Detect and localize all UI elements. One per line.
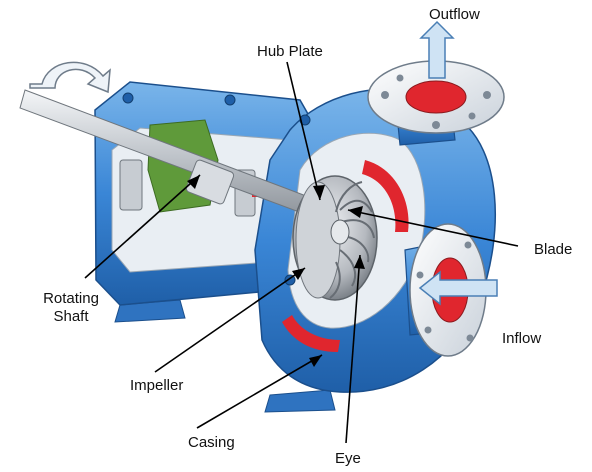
leader-arrowheads bbox=[187, 175, 365, 367]
label-rotating-shaft: Rotating Shaft bbox=[36, 290, 106, 326]
leader-blade bbox=[347, 209, 519, 247]
leader-lines bbox=[84, 61, 519, 444]
pump-body bbox=[19, 60, 505, 413]
label-eye: Eye bbox=[335, 450, 361, 467]
label-rotating-shaft-line2: Shaft bbox=[53, 308, 89, 325]
up-arrow-icon bbox=[419, 20, 455, 79]
label-hub-plate: Hub Plate bbox=[257, 43, 323, 60]
label-blade: Blade bbox=[534, 241, 573, 258]
curved-rotation-arrow-icon bbox=[29, 61, 111, 94]
label-casing: Casing bbox=[188, 434, 235, 451]
label-outflow: Outflow bbox=[429, 6, 480, 23]
leader-hub-plate bbox=[286, 61, 321, 201]
label-inflow: Inflow bbox=[502, 330, 542, 347]
leader-eye bbox=[345, 254, 361, 444]
impeller bbox=[292, 175, 378, 301]
leader-impeller bbox=[154, 267, 306, 373]
label-rotating-shaft-line1: Rotating bbox=[43, 290, 99, 307]
leader-casing bbox=[196, 354, 323, 429]
label-impeller: Impeller bbox=[130, 377, 184, 394]
leader-rotating-shaft bbox=[84, 174, 201, 279]
left-arrow-icon bbox=[418, 270, 498, 306]
